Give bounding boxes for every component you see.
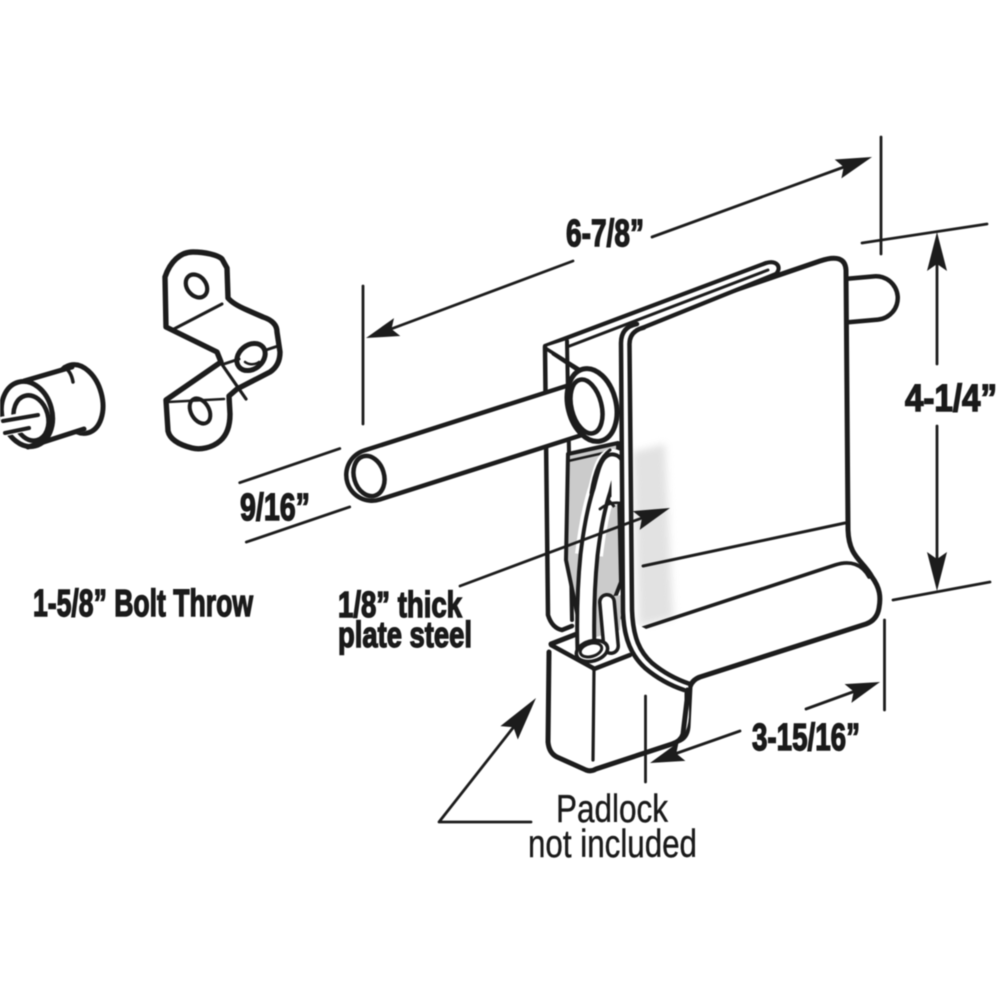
svg-text:1-5/8” Bolt Throw: 1-5/8” Bolt Throw bbox=[33, 583, 253, 625]
svg-text:3-15/16”: 3-15/16” bbox=[752, 717, 860, 759]
svg-text:1/8” thick: 1/8” thick bbox=[338, 584, 463, 625]
svg-text:9/16”: 9/16” bbox=[240, 487, 310, 529]
svg-text:not included: not included bbox=[528, 823, 697, 866]
svg-text:Padlock: Padlock bbox=[556, 788, 668, 831]
svg-text:6-7/8”: 6-7/8” bbox=[566, 213, 644, 255]
svg-text:plate steel: plate steel bbox=[338, 614, 472, 655]
svg-text:4-1/4”: 4-1/4” bbox=[905, 378, 997, 420]
